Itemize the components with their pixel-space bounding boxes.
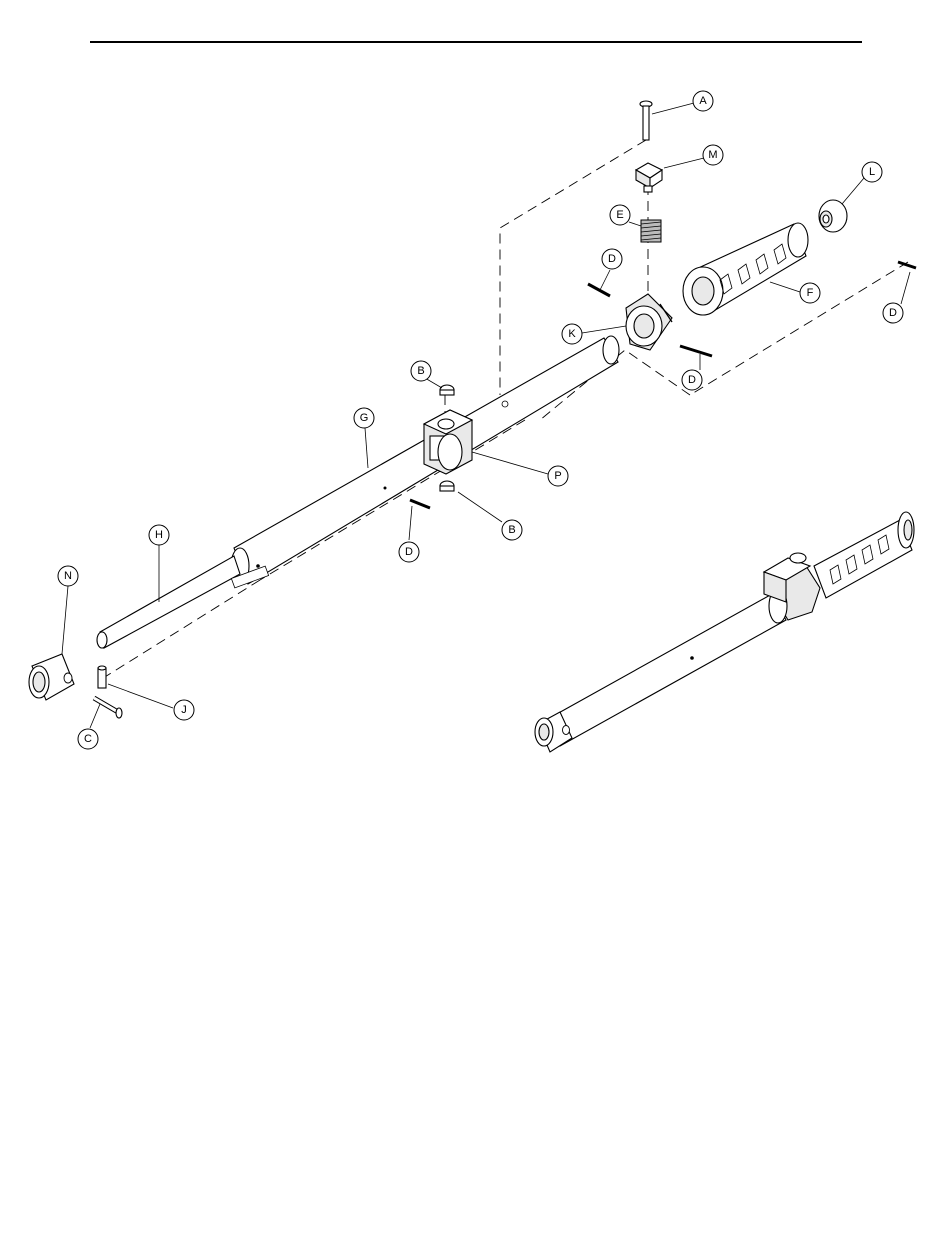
svg-text:D: D (405, 546, 413, 558)
svg-text:N: N (64, 570, 72, 582)
svg-text:J: J (181, 704, 187, 716)
part-d-pin-top (588, 284, 610, 296)
callout-d-lower: D (399, 542, 419, 562)
part-b-nut-top (440, 385, 454, 395)
callout-n: N (58, 566, 78, 586)
callout-c: C (78, 729, 98, 749)
callout-g: G (354, 408, 374, 428)
svg-text:G: G (360, 412, 369, 424)
svg-text:K: K (568, 328, 576, 340)
part-f-grip (683, 223, 808, 315)
part-m-nut (636, 163, 662, 192)
assembled-view (535, 512, 914, 752)
callout-b-bottom: B (502, 520, 522, 540)
callout-h: H (149, 525, 169, 545)
callout-p: P (548, 466, 568, 486)
callout-j: J (174, 700, 194, 720)
callout-l: L (862, 162, 882, 182)
part-n-end-fitting (29, 654, 74, 700)
svg-text:D: D (688, 374, 696, 386)
part-j-pin (98, 666, 106, 688)
part-d-pin-lower (410, 500, 430, 508)
svg-text:F: F (807, 287, 814, 299)
svg-text:A: A (699, 95, 707, 107)
callout-m: M (703, 145, 723, 165)
svg-text:B: B (417, 365, 424, 377)
svg-text:E: E (616, 209, 623, 221)
part-p-bracket (424, 410, 472, 474)
callout-d-right: D (883, 303, 903, 323)
svg-text:D: D (608, 253, 616, 265)
part-a-screw (640, 101, 652, 140)
callout-d-mid: D (682, 370, 702, 390)
callout-f: F (800, 283, 820, 303)
svg-text:D: D (889, 307, 897, 319)
part-l-end-cap (819, 200, 847, 232)
svg-text:P: P (554, 470, 561, 482)
exploded-view: A M L E D F D K D B G P B D H N J C (29, 91, 916, 749)
svg-text:C: C (84, 733, 92, 745)
callout-k: K (562, 324, 582, 344)
svg-text:B: B (508, 524, 515, 536)
callout-b-top: B (411, 361, 431, 381)
part-d-pin-mid (680, 346, 712, 356)
part-k-housing (626, 294, 672, 350)
part-e-spring (641, 220, 661, 242)
svg-text:M: M (708, 149, 717, 161)
assembly-line-axis-lower (260, 420, 525, 580)
svg-text:H: H (155, 529, 163, 541)
svg-text:L: L (869, 166, 875, 178)
callout-a: A (693, 91, 713, 111)
part-b-nut-bottom (440, 481, 454, 491)
callout-d-top: D (602, 249, 622, 269)
callout-e: E (610, 205, 630, 225)
